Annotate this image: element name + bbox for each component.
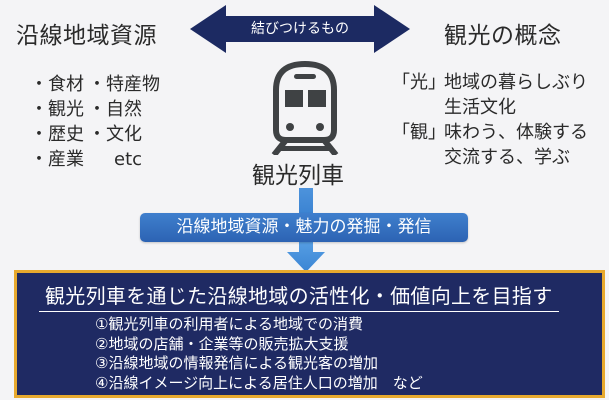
concept-key: 「光」 [392, 72, 446, 93]
concept-list: 「光」 地域の暮らしぶり 生活文化 「観」 味わう、体験する 交流する、学ぶ [392, 70, 588, 170]
concept-key [392, 145, 444, 170]
resource-row: ・観光 ・自然 [30, 97, 214, 122]
resource-item: ・文化 [88, 124, 142, 145]
concept-value: 生活文化 [444, 97, 516, 118]
concept-row: 「観」 味わう、体験する [392, 120, 588, 145]
connector-label: 結びつけるもの [251, 21, 349, 37]
goal-item: ②地域の店舗・企業等の販売拡大支援 [95, 334, 349, 353]
flow-arrow-stem [299, 188, 313, 216]
goal-item: ①観光列車の利用者による地域での消費 [95, 315, 363, 333]
resources-heading: 沿線地域資源 [16, 23, 157, 49]
concept-row: 「光」 地域の暮らしぶり [392, 70, 588, 95]
resource-row: ・食材 ・特産物 [30, 72, 214, 97]
down-arrow-icon [287, 236, 325, 272]
resource-list: ・食材 ・特産物 ・観光 ・自然 ・歴史 ・文化 ・産業 etc [30, 72, 214, 172]
resource-item-etc: etc [114, 149, 143, 170]
resource-item: ・特産物 [88, 74, 160, 95]
goal-item: ④沿線イメージ向上による居住人口の増加 など [95, 373, 423, 392]
discovery-banner: 沿線地域資源・魅力の発掘・発信 [140, 213, 468, 242]
double-arrow-icon [190, 5, 410, 53]
goal-list: ①観光列車の利用者による地域での消費 ②地域の店舗・企業等の販売拡大支援 ③沿線… [95, 315, 423, 393]
resource-item: ・歴史 [30, 124, 84, 145]
train-label: 観光列車 [252, 163, 344, 189]
concept-value: 地域の暮らしぶり [444, 72, 588, 93]
concept-value: 味わう、体験する [444, 122, 588, 143]
resource-item: ・産業 [30, 149, 84, 170]
resource-item: ・観光 [30, 99, 84, 120]
goal-box: 観光列車を通じた沿線地域の活性化・価値向上を目指す ①観光列車の利用者による地域… [14, 270, 605, 398]
concept-row: 生活文化 [392, 95, 588, 120]
train-icon [262, 60, 348, 157]
concept-heading: 観光の概念 [444, 23, 562, 49]
connector-arrow: 結びつけるもの [190, 4, 410, 54]
concept-key [392, 95, 444, 120]
resource-row: ・歴史 ・文化 [30, 122, 214, 147]
resource-item: ・自然 [88, 99, 142, 120]
concept-value: 交流する、学ぶ [444, 147, 570, 168]
concept-row: 交流する、学ぶ [392, 145, 588, 170]
goal-title: 観光列車を通じた沿線地域の活性化・価値向上を目指す [39, 280, 559, 312]
concept-key: 「観」 [392, 122, 446, 143]
resource-row: ・産業 etc [30, 147, 214, 172]
goal-item: ③沿線地域の情報発信による観光客の増加 [95, 354, 378, 372]
resource-item: ・食材 [30, 74, 84, 95]
